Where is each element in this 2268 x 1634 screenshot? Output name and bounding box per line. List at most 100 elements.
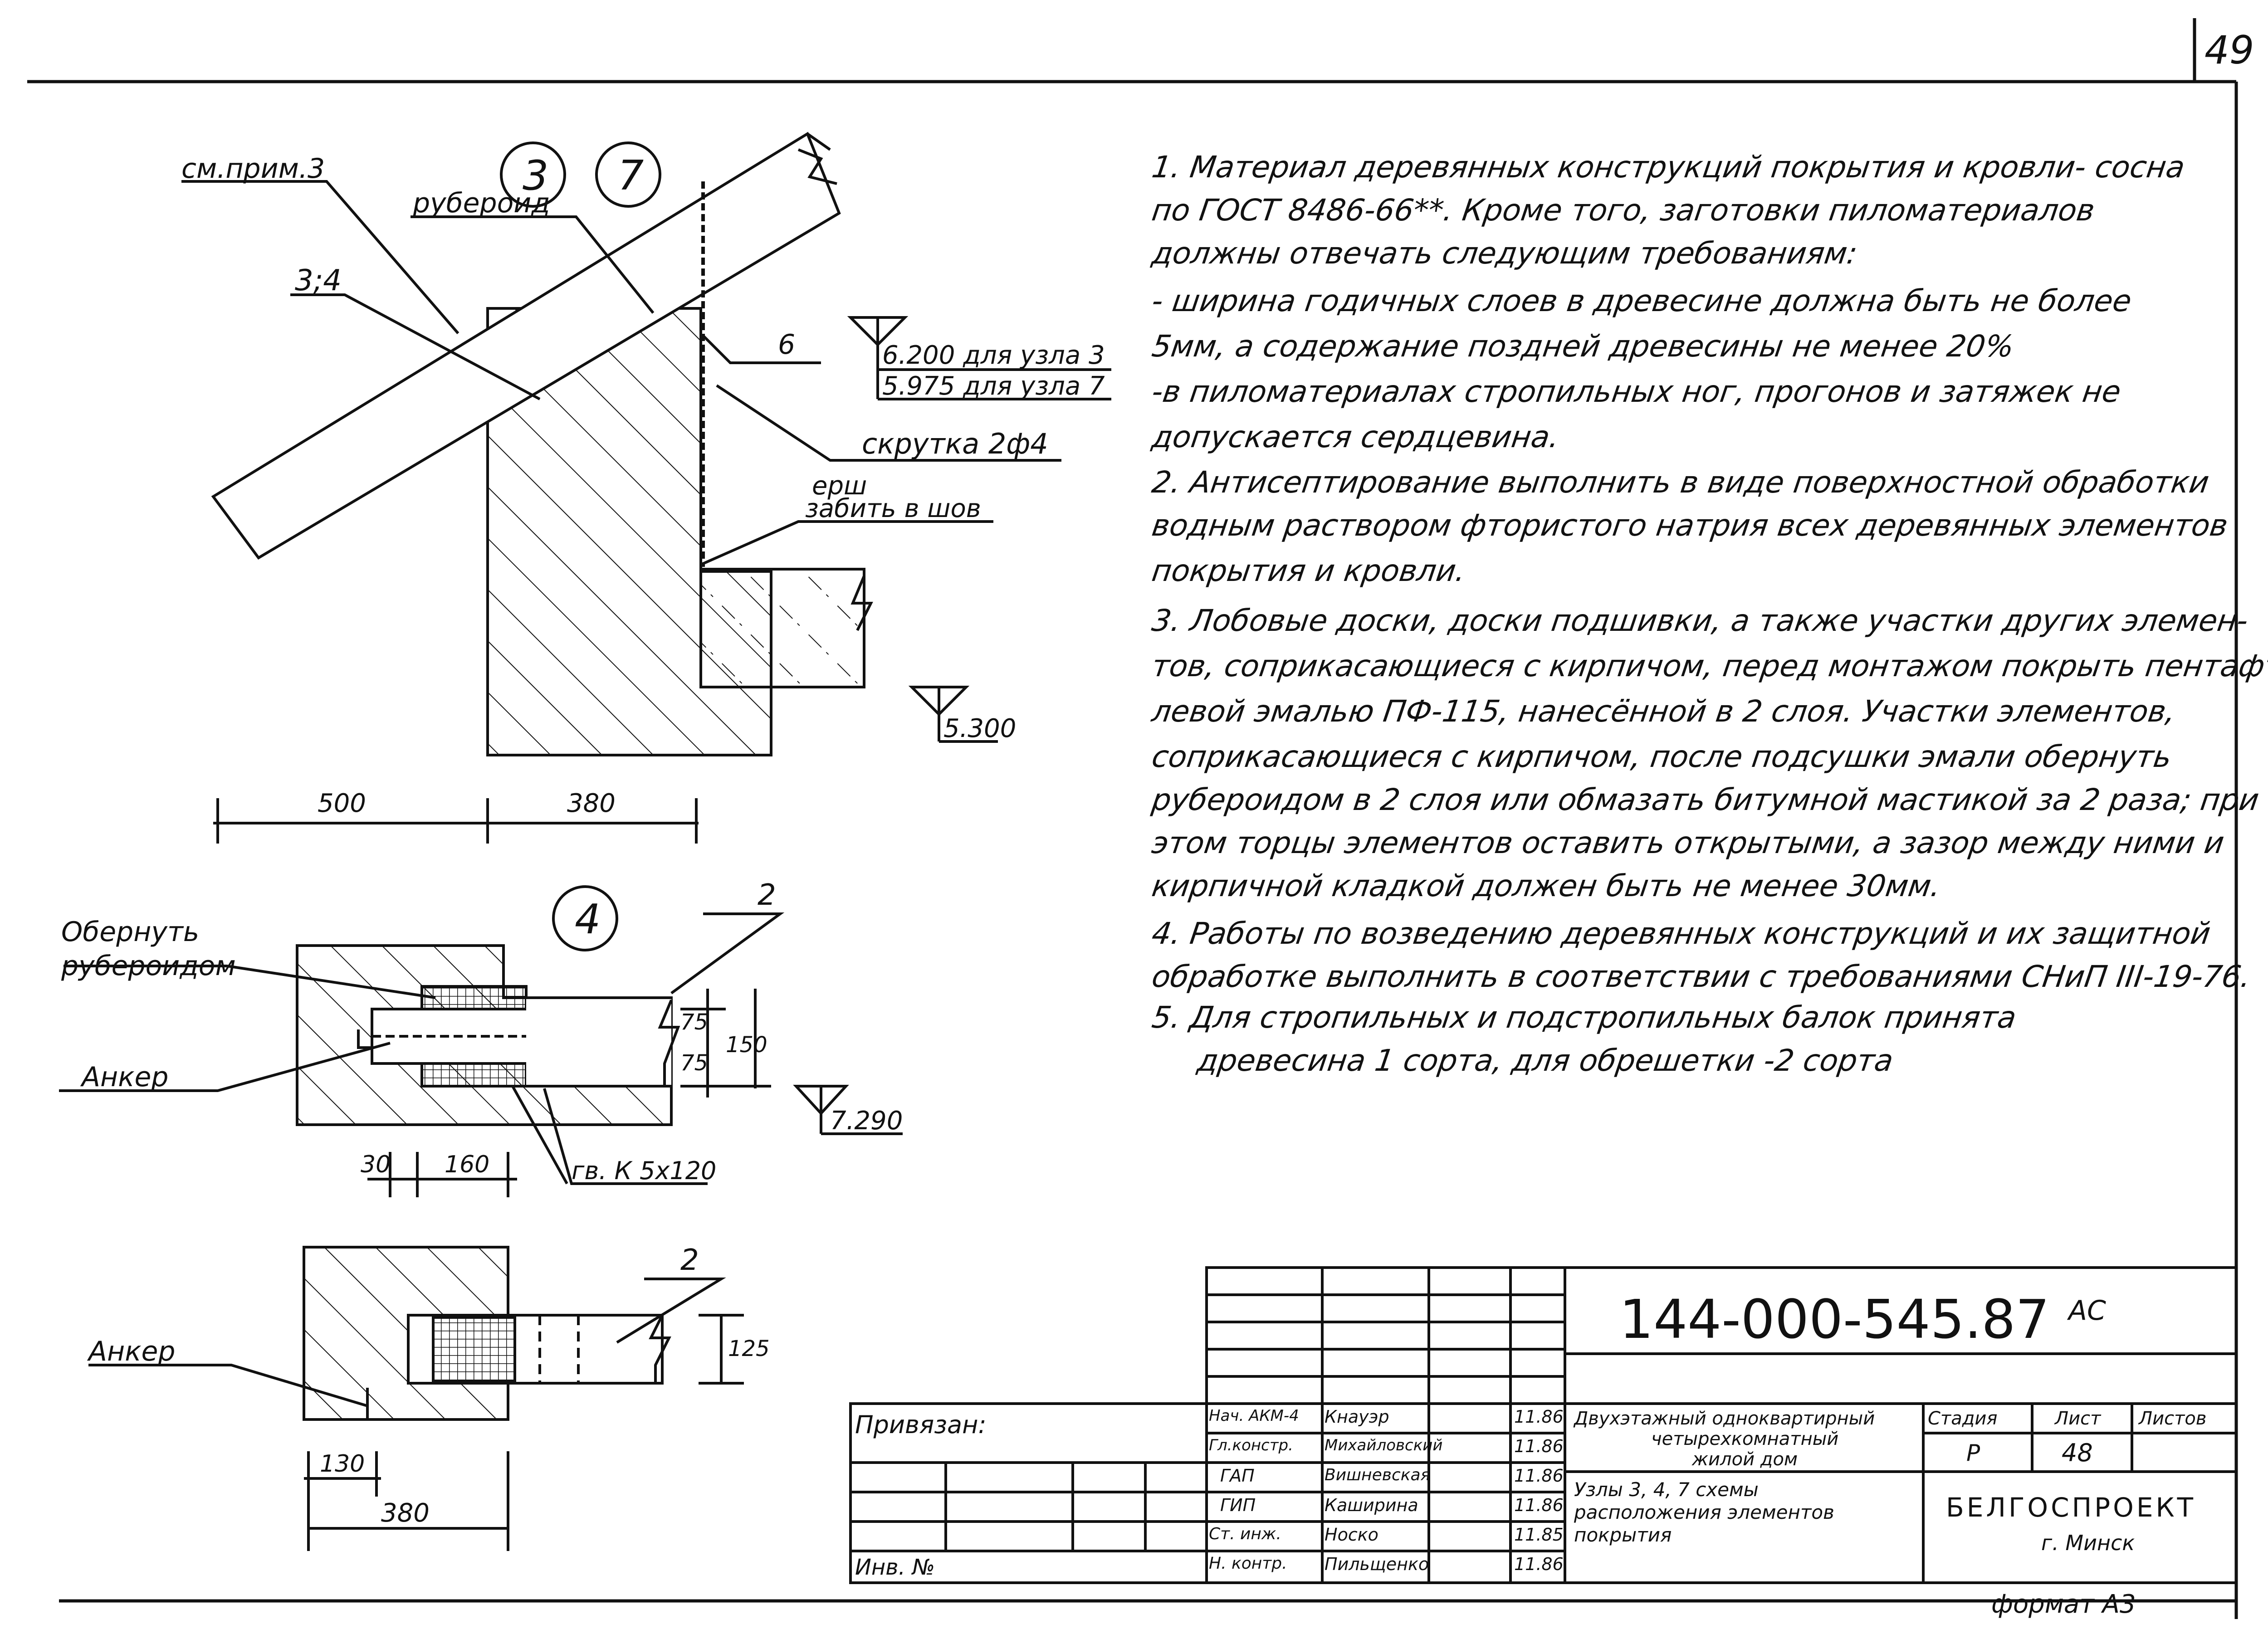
nails-label: гв. К 5х120 [572, 1156, 716, 1185]
level-mark-2 [908, 686, 998, 743]
note-line: тов, соприкасающиеся с кирпичом, перед м… [1149, 649, 2268, 683]
ruberoid-label: рубероид [412, 187, 550, 219]
leader-element-2b [616, 1278, 726, 1344]
dim-500-label: 500 [318, 789, 366, 818]
sheet-title-line: покрытия [1574, 1524, 1672, 1546]
leader-anchor-2 [88, 1364, 368, 1407]
level-mark-1 [847, 316, 1111, 400]
wall-plate [699, 568, 865, 688]
dim-160-label: 160 [445, 1151, 489, 1178]
ruff-label-1: ерш [812, 471, 867, 501]
stage-value: Р [1966, 1440, 1980, 1466]
stage-header: Стадия [1928, 1408, 1998, 1429]
leader-nails [511, 1085, 708, 1185]
note-line: -в пиломатериалах стропильных ног, прого… [1149, 374, 2123, 409]
signature-date: 11.86 [1514, 1436, 1564, 1456]
rafter [211, 132, 841, 560]
twist-label: скрутка 2ф4 [862, 427, 1048, 460]
detail-3-7 [181, 132, 1111, 844]
sheet-title-line: Узлы 3, 4, 7 схемы [1574, 1478, 1759, 1501]
signature-role: Гл.констр. [1209, 1436, 1293, 1454]
detail-4-labels: 4 Обернуть рубероидом Анкер 2 75 75 150 … [61, 878, 903, 1185]
signature-role: Ст. инж. [1209, 1525, 1281, 1543]
inv-number-label: Инв. № [855, 1555, 935, 1580]
element-2b-label: 2 [680, 1244, 699, 1277]
anchor-label-2: Анкер [87, 1336, 176, 1367]
note-line: - ширина годичных слоев в древесине долж… [1149, 283, 2134, 318]
node-circle-4 [552, 885, 618, 951]
level-label-1: 6.200 для узла 3 [882, 341, 1105, 370]
element-2a-label: 2 [758, 878, 776, 912]
note-line: рубероидом в 2 слоя или обмазать битумно… [1149, 782, 2261, 817]
dim-75a-label: 75 [680, 1010, 708, 1035]
circle-label-3: 3 [523, 152, 548, 200]
note-line: 1. Материал деревянных конструкций покры… [1149, 150, 2187, 185]
ref-note-label: см.прим.3 [181, 153, 325, 185]
level-label-3: 5.300 [943, 714, 1016, 743]
node-circle-7 [595, 141, 661, 208]
leader-twist [716, 384, 1061, 462]
level-label-2: 5.975 для узла 7 [882, 371, 1105, 401]
note-line: должны отвечать следующим требованиям: [1149, 236, 1860, 271]
signature-name: Носко [1325, 1525, 1378, 1545]
leader-3-4 [290, 293, 541, 400]
wrap-label-1: Обернуть [61, 916, 199, 948]
organization-city: г. Минск [2041, 1531, 2135, 1555]
note-line: водным раствором фтористого натрия всех … [1149, 508, 2230, 543]
leader-ruberoid [411, 215, 655, 314]
note-line: допускается сердцевина. [1149, 419, 1562, 454]
circle-label-7: 7 [618, 152, 644, 200]
dim-150-label: 150 [726, 1032, 767, 1058]
signature-date: 11.86 [1514, 1495, 1564, 1515]
circle-label-4: 4 [575, 896, 601, 943]
note-line: 4. Работы по возведению деревянных конст… [1149, 916, 2213, 951]
signature-name: Михайловский [1325, 1436, 1443, 1454]
format-label: формат А3 [1991, 1590, 2136, 1619]
node-circle-3 [500, 141, 566, 208]
element-3-4-label: 3;4 [295, 264, 342, 298]
object-title-line: четырехкомнатный [1651, 1429, 1839, 1449]
leader-anchor-1 [59, 1042, 391, 1092]
leader-ref [181, 180, 459, 334]
dim-75b-label: 75 [680, 1050, 708, 1076]
signature-role: Нач. АКМ-4 [1209, 1407, 1299, 1425]
dim-30-label: 30 [361, 1151, 391, 1178]
dim-380-bottom-label: 380 [381, 1498, 430, 1528]
dim-125-label: 125 [728, 1336, 770, 1361]
leader-6 [702, 334, 821, 364]
page-number: 49 [2204, 28, 2254, 73]
leader-element-2a [670, 912, 785, 995]
signature-role: ГИП [1220, 1495, 1256, 1515]
signature-date: 11.86 [1514, 1407, 1564, 1427]
note-line: покрытия и кровли. [1149, 553, 1468, 588]
leader-ruff [700, 520, 993, 566]
anchor-label-1: Анкер [80, 1061, 169, 1093]
note-line: соприкасающиеся с кирпичом, после подсуш… [1149, 739, 2174, 774]
note-line: древесина 1 сорта, для обрешетки -2 сорт… [1195, 1043, 1896, 1078]
sheet-header: Лист [2055, 1408, 2101, 1429]
note-line: по ГОСТ 8486-66**. Кроме того, заготовки… [1149, 193, 2097, 228]
element-6-label: 6 [778, 329, 795, 361]
document-code: 144-000-545.87 [1619, 1288, 2050, 1351]
dim-130-label: 130 [320, 1450, 365, 1478]
note-line: 2. Антисептирование выполнить в виде пов… [1149, 465, 2211, 500]
organization-name: БЕЛГОСПРОЕКТ [1946, 1492, 2196, 1523]
signature-name: Вишневская [1325, 1466, 1431, 1484]
note-line: обработке выполнить в соответствии с тре… [1149, 959, 2253, 994]
sheet-title-line: расположения элементов [1574, 1501, 1834, 1523]
wrap-label-2: рубероидом [61, 950, 236, 982]
object-title-line: жилой дом [1692, 1449, 1798, 1470]
note-line: этом торцы элементов оставить открытыми,… [1149, 825, 2227, 860]
leader-wrap [64, 965, 436, 999]
document-suffix: АС [2068, 1295, 2106, 1327]
signature-name: Каширина [1325, 1495, 1418, 1515]
detail-plan-labels: Анкер 2 125 130 380 [87, 1244, 770, 1528]
dim-380-top-label: 380 [567, 789, 616, 818]
sheet-value: 48 [2062, 1439, 2093, 1467]
note-line: 5мм, а содержание поздней древесины не м… [1149, 329, 2016, 364]
detail-3-7-labels: 3 7 см.прим.3 рубероид 3;4 6 6.200 для у… [181, 152, 1105, 818]
level-label-4: 7.290 [830, 1106, 903, 1136]
object-title-line: Двухэтажный однoквартирный [1574, 1408, 1875, 1429]
sheets-header: Листов [2139, 1408, 2207, 1429]
